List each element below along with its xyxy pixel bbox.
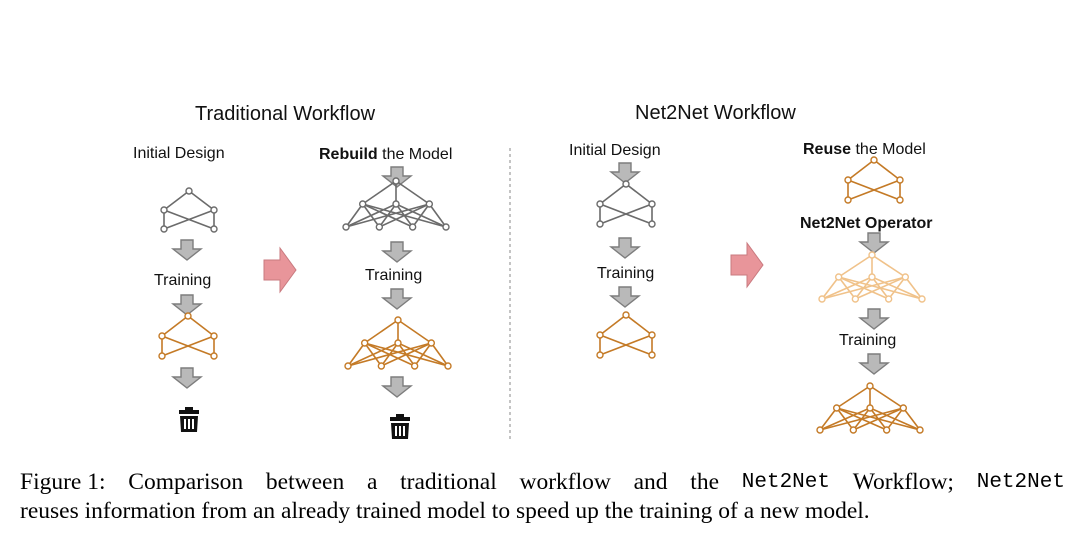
- reuse-rest: the Model: [851, 141, 926, 158]
- caption-line-2: reuses information from an already train…: [20, 498, 870, 524]
- caption-label: Figure 1:: [20, 469, 106, 495]
- down-arrow-icon: [172, 239, 202, 261]
- net2net-training-label-left: Training: [597, 265, 655, 282]
- network-icon: [596, 311, 656, 359]
- rebuild-rest: the Model: [377, 146, 453, 163]
- down-arrow-icon: [172, 294, 202, 316]
- down-arrow-icon: [382, 241, 412, 263]
- traditional-workflow-title: Traditional Workflow: [195, 103, 376, 125]
- trash-icon: [179, 407, 199, 432]
- traditional-initial-design-label: Initial Design: [133, 145, 225, 162]
- traditional-training-label-right: Training: [365, 267, 423, 284]
- network-icon: [344, 316, 452, 370]
- rebuild-model-label: Rebuild the Model: [319, 146, 452, 164]
- caption-word: Comparison: [128, 469, 244, 495]
- right-arrow-icon: [730, 241, 764, 289]
- caption-line-1: Figure 1: Comparison between a tradition…: [20, 468, 1065, 497]
- down-arrow-icon: [382, 376, 412, 398]
- trash-icon: [390, 414, 410, 439]
- down-arrow-icon: [610, 286, 640, 308]
- caption-word: workflow: [519, 469, 611, 495]
- network-icon: [596, 180, 656, 228]
- down-arrow-icon: [859, 308, 889, 330]
- network-icon: [342, 177, 450, 231]
- network-icon: [844, 156, 904, 204]
- down-arrow-icon: [172, 367, 202, 389]
- caption-word: the: [690, 469, 720, 495]
- caption-word: traditional: [400, 469, 497, 495]
- traditional-training-label-left: Training: [154, 272, 212, 289]
- down-arrow-icon: [859, 353, 889, 375]
- net2net-workflow-title: Net2Net Workflow: [635, 102, 796, 124]
- net2net-training-label-right: Training: [839, 332, 897, 349]
- caption-word: and: [633, 469, 668, 495]
- network-icon: [818, 251, 926, 303]
- network-icon: [160, 187, 218, 233]
- network-icon: [816, 382, 924, 434]
- caption-word: between: [265, 469, 345, 495]
- down-arrow-icon: [610, 237, 640, 259]
- network-icon: [158, 312, 218, 360]
- caption-word: Workflow;: [852, 469, 954, 495]
- reuse-bold: Reuse: [803, 141, 852, 158]
- down-arrow-icon: [382, 288, 412, 310]
- right-arrow-icon: [263, 246, 297, 294]
- caption-word: a: [366, 469, 378, 495]
- net2net-initial-design-label: Initial Design: [569, 142, 661, 159]
- caption-code: Net2Net: [741, 471, 830, 494]
- down-arrow-icon: [859, 232, 889, 254]
- caption-code: Net2Net: [976, 471, 1065, 494]
- net2net-operator-label: Net2Net Operator: [800, 215, 933, 232]
- reuse-model-label: Reuse the Model: [803, 141, 926, 159]
- figure-caption: Figure 1: Comparison between a tradition…: [20, 468, 1065, 526]
- rebuild-bold: Rebuild: [319, 146, 378, 163]
- down-arrow-icon: [610, 162, 640, 184]
